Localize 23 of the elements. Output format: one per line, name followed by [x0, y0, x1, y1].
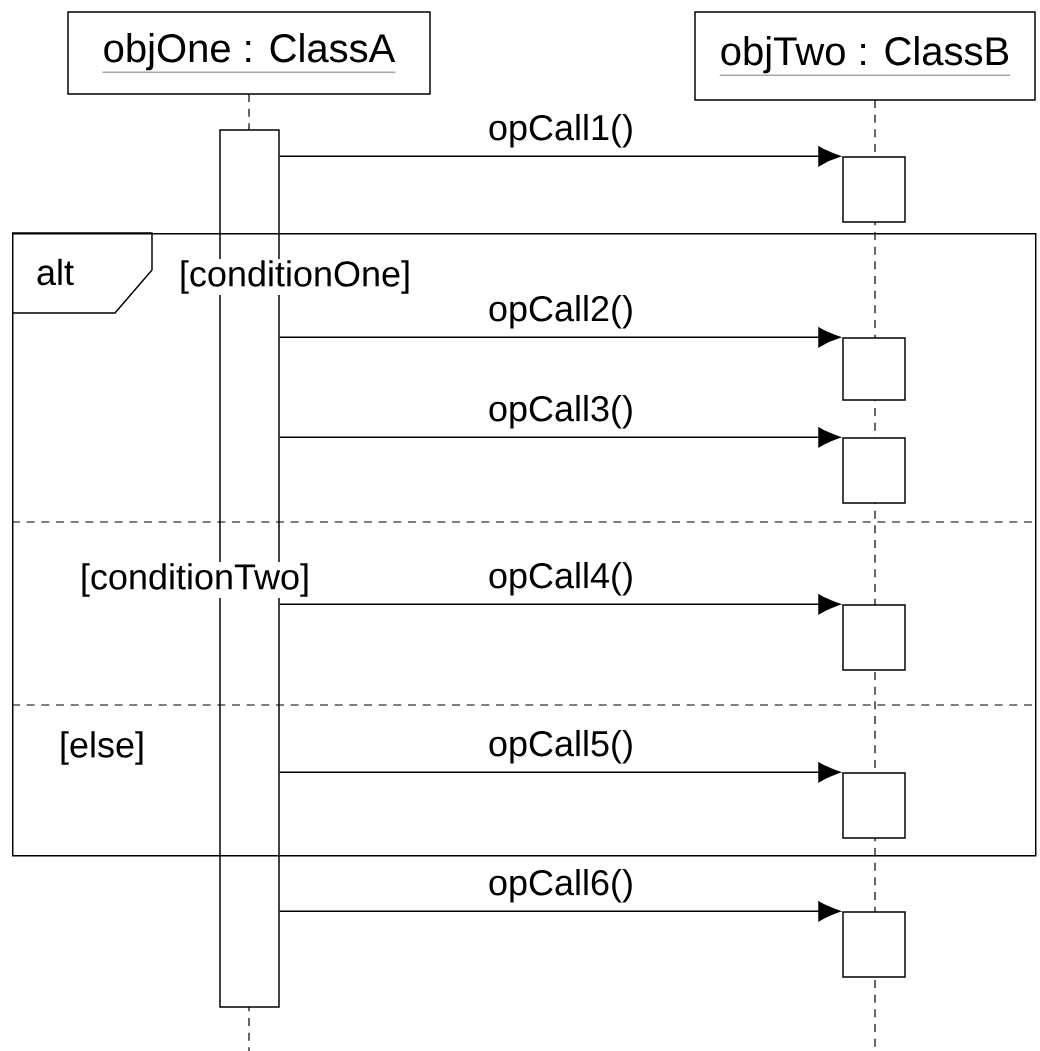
message-arrow: [279, 762, 841, 783]
activation-box: [842, 604, 906, 671]
object-box: objTwo : ClassB: [694, 11, 1036, 101]
activation-box: [842, 337, 906, 401]
activation-box: [842, 772, 906, 839]
guard-condition: [conditionOne]: [177, 258, 413, 296]
message-arrow: [279, 427, 841, 448]
guard-condition: [conditionTwo]: [78, 561, 312, 599]
message-label: opCall2(): [486, 293, 636, 330]
message-arrow: [279, 327, 841, 348]
message-arrow: [279, 901, 841, 922]
message-label: opCall6(): [486, 867, 636, 904]
guard-condition: [else]: [57, 729, 147, 767]
message-label: opCall1(): [486, 112, 636, 149]
activation-box: [842, 911, 906, 978]
message-arrow: [279, 146, 841, 167]
activation-box: [842, 437, 906, 504]
message-label: opCall4(): [486, 560, 636, 597]
message-label: opCall5(): [486, 728, 636, 765]
activation-box: [842, 156, 906, 223]
object-box: objOne : ClassA: [67, 11, 431, 95]
message-arrow: [279, 594, 841, 615]
message-label: opCall3(): [486, 393, 636, 430]
